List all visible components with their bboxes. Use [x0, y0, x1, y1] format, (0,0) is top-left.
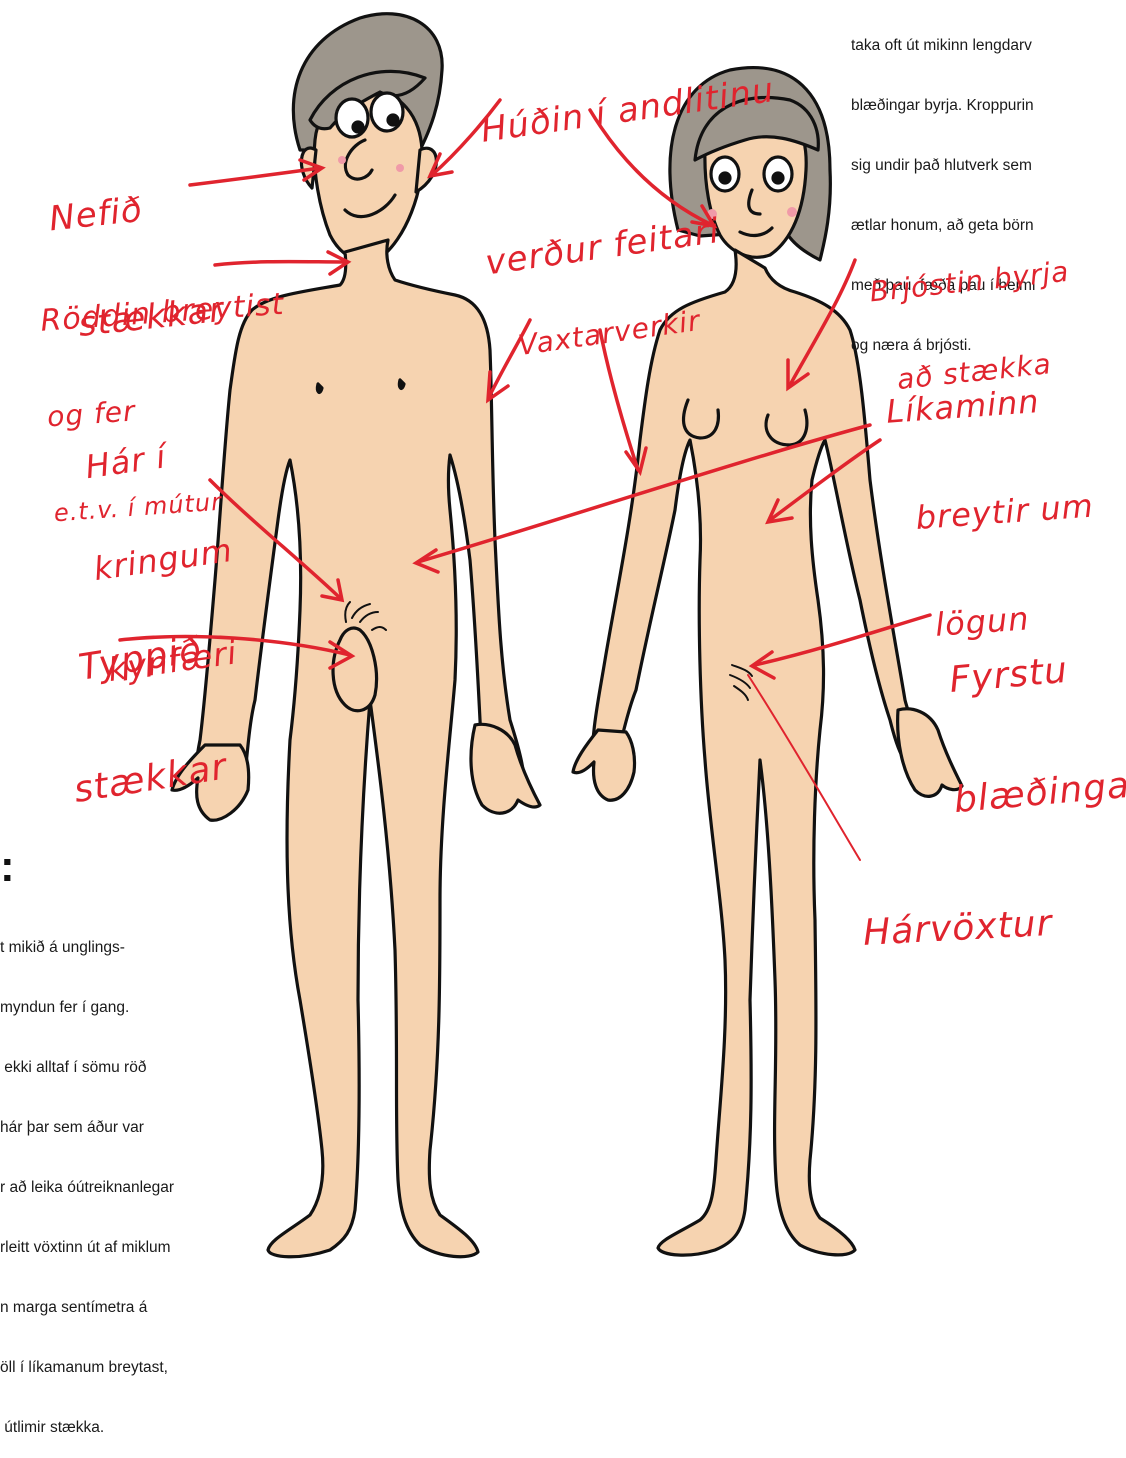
- text-line: útlimir stækka.: [0, 1418, 174, 1438]
- text-line: sig undir það hlutverk sem: [851, 156, 1035, 176]
- text-line: myndun fer í gang.: [0, 998, 174, 1018]
- label-line: Vaxtarverkir: [516, 306, 702, 361]
- female-breast-right: [766, 410, 807, 445]
- male-hand-right: [471, 724, 540, 813]
- text-line: taka oft út mikinn lengdarv: [851, 36, 1035, 56]
- male-eye-left: [336, 99, 368, 137]
- text-line: r að leika óútreiknanlegar: [0, 1178, 174, 1198]
- label-line: Líkaminn: [885, 380, 1087, 430]
- female-hand-left: [573, 730, 635, 800]
- label-hair-growth: Hárvöxtur: [858, 824, 1055, 994]
- male-pupil-right: [388, 115, 398, 125]
- text-line: rleitt vöxtinn út af miklum: [0, 1238, 174, 1258]
- label-line: blæðingar: [952, 764, 1126, 821]
- male-nipple-left: [317, 384, 322, 392]
- text-line: öll í líkamanum breytast,: [0, 1358, 174, 1378]
- female-body: [592, 250, 925, 1255]
- label-line: Nefið: [48, 184, 215, 237]
- text-line: hár þar sem áður var: [0, 1118, 174, 1138]
- body-text-bottom-left: t mikið á unglings- myndun fer í gang. e…: [0, 898, 174, 1458]
- male-nipple-right: [399, 380, 404, 388]
- male-cheek-left: [338, 156, 346, 164]
- label-first-period: Fyrstu blæðingar: [935, 565, 1126, 861]
- male-cheek-right: [396, 164, 404, 172]
- label-growing-pains: Vaxtarverkir: [508, 246, 706, 390]
- label-line: Hár í: [77, 432, 220, 485]
- label-line: Fyrstu: [942, 645, 1126, 702]
- text-line: t mikið á unglings-: [0, 938, 174, 958]
- male-eye-right: [371, 93, 403, 131]
- text-line: blæðingar byrja. Kroppurin: [851, 96, 1035, 116]
- label-line: Typpið: [53, 629, 212, 693]
- text-line: ekki alltaf í sömu röð: [0, 1058, 174, 1078]
- label-line: stækkar: [71, 747, 230, 811]
- label-line: breytir um: [893, 488, 1095, 538]
- heading-fragment: :: [0, 852, 30, 882]
- text-line: n marga sentímetra á: [0, 1298, 174, 1318]
- label-line: Hárvöxtur: [862, 904, 1053, 954]
- label-line: Húðin í andlitinu: [464, 68, 777, 155]
- male-pupil-left: [353, 122, 363, 132]
- label-line: Brjóstin byrja: [868, 257, 1070, 308]
- label-line: Röddin breytist: [39, 289, 285, 338]
